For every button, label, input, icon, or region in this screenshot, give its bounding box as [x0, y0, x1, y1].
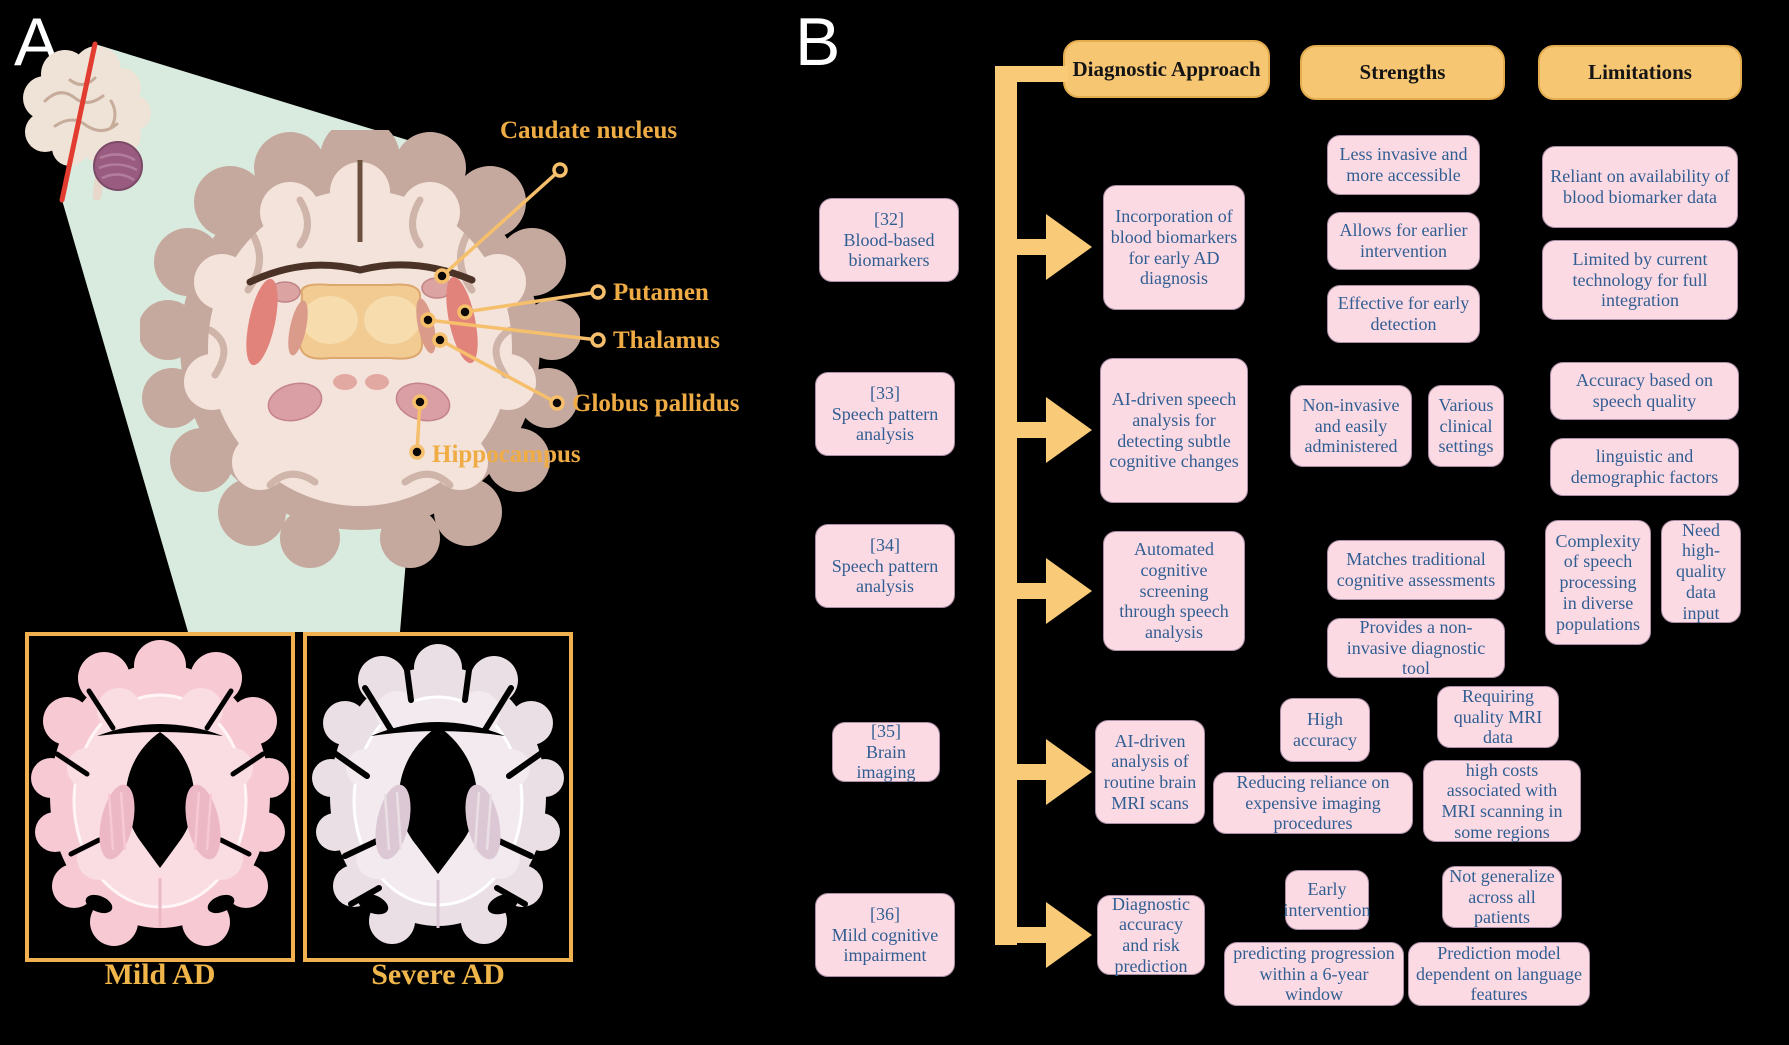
arrow-head-row5 — [1046, 902, 1092, 968]
approach-box-row2: AI-driven speech analysis for detecting … — [1100, 358, 1248, 503]
panel-b-letter: B — [795, 4, 841, 80]
approach-box-row3: Automated cognitive screening through sp… — [1103, 531, 1245, 651]
ref-method: Speech pattern analysis — [831, 555, 939, 597]
approach-box-row1: Incorporation of blood biomarkers for ea… — [1103, 185, 1245, 310]
ref-number: [34] — [870, 534, 900, 555]
globus-pallidus-label: Globus pallidus — [572, 390, 740, 417]
header-strengths: Strengths — [1300, 45, 1505, 100]
strength-box: High accuracy — [1280, 698, 1370, 762]
limitation-box: Limited by current technology for full i… — [1542, 240, 1738, 320]
limitation-box: Requiring quality MRI data — [1437, 686, 1559, 748]
mild-ad-box — [25, 632, 295, 962]
ref-number: [35] — [871, 720, 901, 741]
approach-box-row4: AI-driven analysis of routine brain MRI … — [1095, 720, 1205, 824]
limitation-box: Reliant on availability of blood biomark… — [1542, 146, 1738, 228]
ref-box-34: [34] Speech pattern analysis — [815, 524, 955, 608]
arrow-row3 — [1016, 583, 1048, 599]
ref-method: Blood-based biomarkers — [843, 229, 935, 271]
strength-box: Various clinical settings — [1428, 385, 1504, 467]
strength-box: Reducing reliance on expensive imaging p… — [1213, 772, 1413, 834]
header-limitations: Limitations — [1538, 45, 1742, 100]
approach-box-row5: Diagnostic accuracy and risk prediction — [1097, 894, 1205, 976]
arrow-row5 — [1016, 927, 1048, 943]
arrow-row4 — [1016, 764, 1048, 780]
limitation-box: linguistic and demographic factors — [1550, 438, 1739, 496]
ref-method: Speech pattern analysis — [831, 403, 939, 445]
strength-box: Non-invasive and easily administered — [1290, 385, 1412, 467]
header-diagnostic-approach: Diagnostic Approach — [1063, 40, 1270, 98]
ref-method: Mild cognitive impairment — [831, 924, 939, 966]
ref-box-36: [36] Mild cognitive impairment — [815, 893, 955, 977]
strength-box: Early intervention — [1284, 870, 1371, 930]
strength-box: predicting progression within a 6-year w… — [1224, 942, 1404, 1006]
ref-number: [36] — [870, 903, 900, 924]
strength-box: Effective for early detection — [1327, 285, 1480, 343]
limitation-box: high costs associated with MRI scanning … — [1423, 760, 1581, 842]
mild-ad-caption: Mild AD — [104, 958, 216, 991]
strength-box: Allows for earlier intervention — [1327, 212, 1480, 270]
hippocampus-label: Hippocampus — [432, 441, 581, 468]
ref-box-33: [33] Speech pattern analysis — [815, 372, 955, 456]
limitation-box: Not generalize across all patients — [1442, 866, 1562, 928]
severe-ad-brain-illustration — [312, 644, 564, 944]
strength-box: Less invasive and more accessible — [1327, 135, 1480, 195]
thalamus-label: Thalamus — [613, 327, 720, 354]
arrow-head-row3 — [1046, 558, 1092, 624]
ref-box-35: [35] Brain imaging — [832, 720, 940, 783]
side-brain-illustration — [23, 46, 151, 201]
arrow-row2 — [1016, 422, 1048, 438]
limitation-box: Complexity of speech processing in diver… — [1545, 520, 1651, 645]
ref-number: [32] — [874, 208, 904, 229]
flow-trunk-line — [995, 66, 1017, 945]
strength-box: Provides a non-invasive diagnostic tool — [1327, 617, 1505, 678]
arrow-head-row2 — [1046, 397, 1092, 463]
arrow-head-row1 — [1046, 214, 1092, 280]
limitation-box: Accuracy based on speech quality — [1550, 362, 1739, 420]
ref-method: Brain imaging — [856, 741, 916, 783]
putamen-label: Putamen — [613, 279, 709, 306]
limitation-box: Prediction model dependent on language f… — [1408, 942, 1590, 1006]
trunk-header-connector — [1008, 66, 1068, 82]
severe-ad-caption: Severe AD — [371, 958, 505, 991]
ref-box-32: [32] Blood-based biomarkers — [819, 198, 959, 282]
caudate-nucleus-label: Caudate nucleus — [500, 117, 678, 144]
strength-box: Matches traditional cognitive assessment… — [1327, 540, 1505, 600]
coronal-brain-illustration — [140, 130, 580, 568]
arrow-row1 — [1016, 239, 1048, 255]
ref-number: [33] — [870, 382, 900, 403]
arrow-head-row4 — [1046, 739, 1092, 805]
mild-ad-brain-illustration — [31, 640, 289, 946]
severe-ad-box — [303, 632, 573, 962]
limitation-box: Need high-quality data input — [1661, 520, 1741, 623]
